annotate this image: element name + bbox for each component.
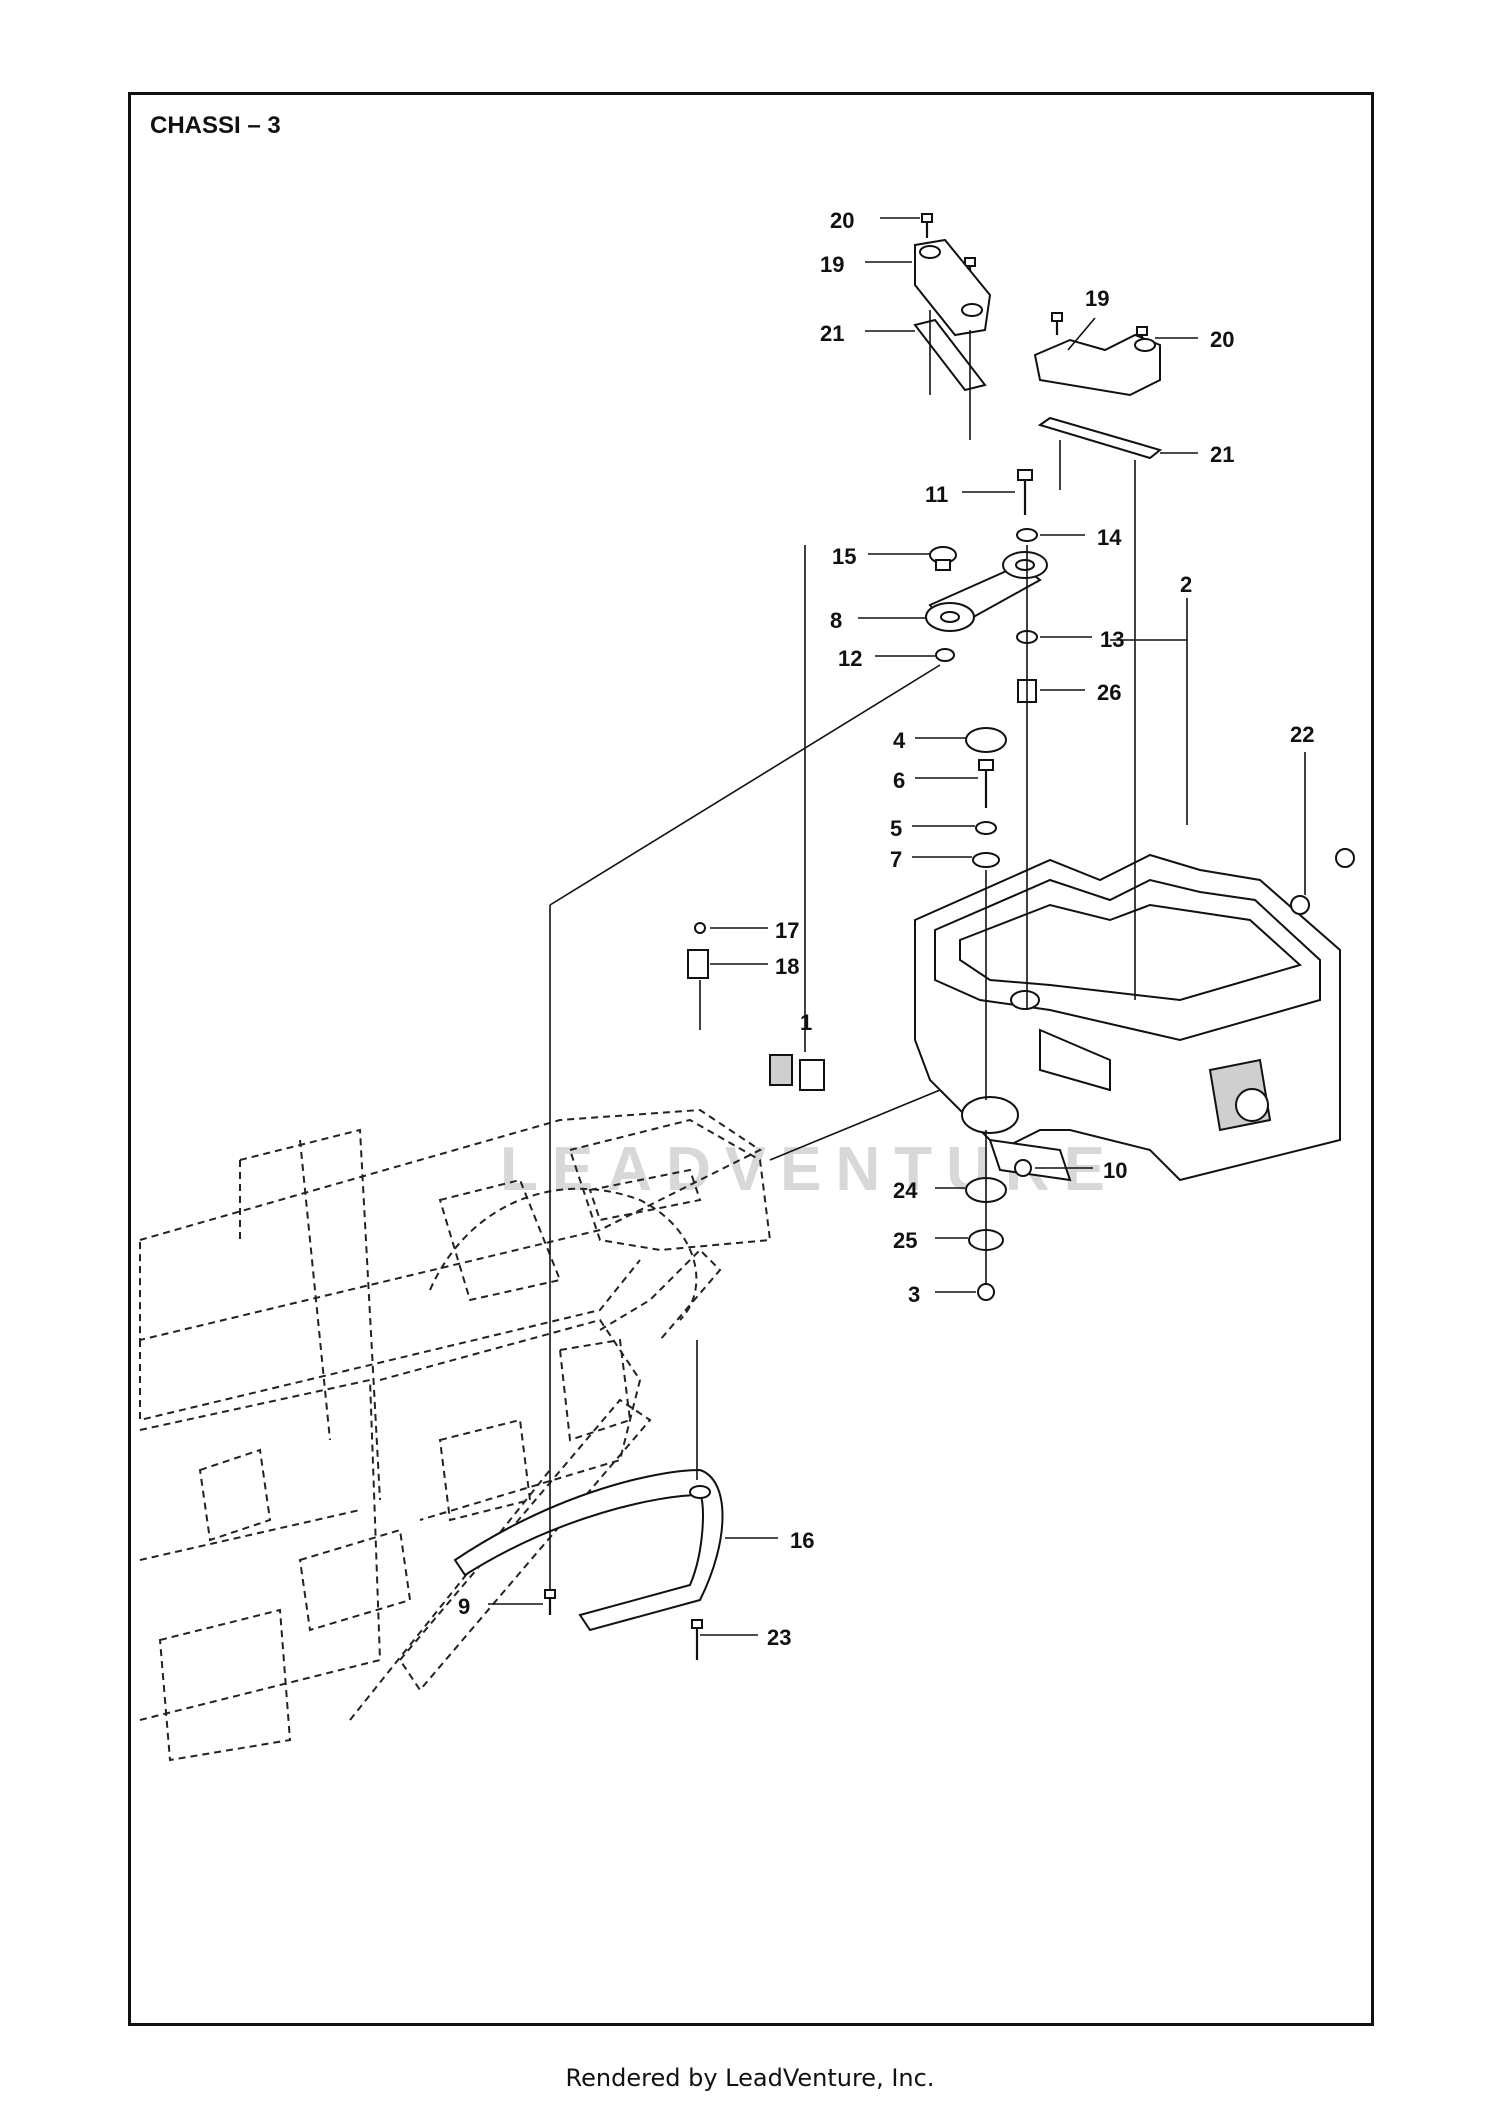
- hardware-parts: [453, 213, 1355, 1660]
- callout-4: 4: [893, 728, 906, 753]
- callout-24: 24: [893, 1178, 918, 1203]
- callout-10: 10: [1103, 1158, 1127, 1183]
- callout-20-a: 20: [830, 208, 854, 233]
- callout-9: 9: [458, 1594, 470, 1619]
- callout-15: 15: [832, 544, 856, 569]
- callout-23: 23: [767, 1625, 791, 1650]
- callout-2: 2: [1180, 572, 1192, 597]
- callout-21-a: 21: [820, 321, 844, 346]
- chassis-housing: [914, 853, 1341, 1182]
- diagram-frame: [128, 92, 1374, 2026]
- callout-19-a: 19: [820, 252, 844, 277]
- callout-18: 18: [775, 954, 799, 979]
- leader-lines: [488, 217, 1306, 1636]
- callout-5: 5: [890, 816, 902, 841]
- callout-19-b: 19: [1085, 286, 1109, 311]
- tractor-frame: [139, 1108, 772, 1762]
- callout-12: 12: [838, 646, 862, 671]
- diagram-title: CHASSI – 3: [150, 112, 281, 139]
- callout-7: 7: [890, 847, 902, 872]
- callout-6: 6: [893, 768, 905, 793]
- callout-26: 26: [1097, 680, 1121, 705]
- callout-3: 3: [908, 1282, 920, 1307]
- callout-11: 11: [925, 482, 948, 507]
- callout-1: 1: [800, 1010, 812, 1035]
- callout-22: 22: [1290, 722, 1314, 747]
- callout-labels: 20 19 21 19 20 21 11 14 15 2 8 13 12 26 …: [458, 208, 1314, 1650]
- callout-13: 13: [1100, 627, 1124, 652]
- callout-21-b: 21: [1210, 442, 1234, 467]
- callout-17: 17: [775, 918, 799, 943]
- callout-25: 25: [893, 1228, 917, 1253]
- rendered-by-footer: Rendered by LeadVenture, Inc.: [565, 2064, 935, 2092]
- callout-8: 8: [830, 608, 842, 633]
- callout-20-b: 20: [1210, 327, 1234, 352]
- callout-14: 14: [1097, 525, 1122, 550]
- callout-16: 16: [790, 1528, 814, 1553]
